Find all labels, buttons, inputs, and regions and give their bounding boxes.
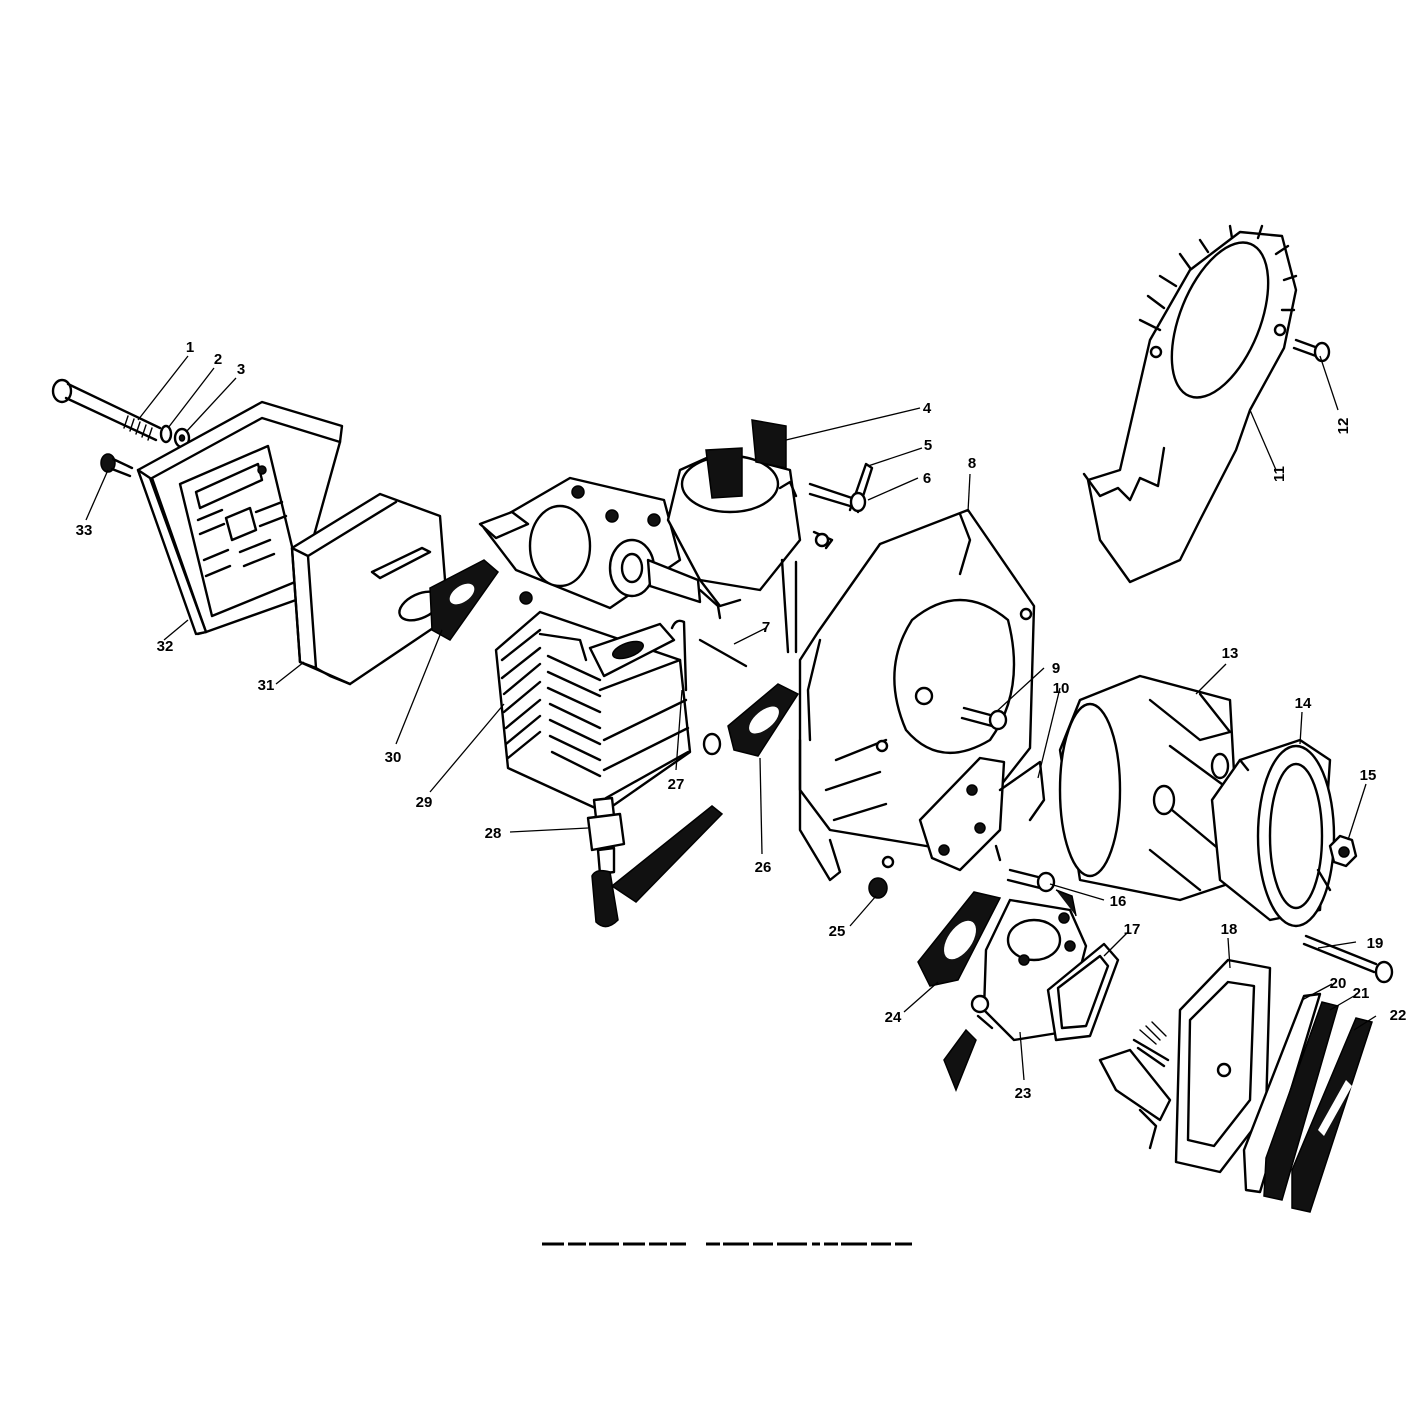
callout-26: 26: [755, 859, 772, 876]
callout-12: 12: [1335, 418, 1352, 435]
callout-24: 24: [885, 1009, 902, 1026]
callout-11: 11: [1271, 466, 1288, 482]
callout-20: 20: [1330, 975, 1347, 992]
part-7-wire: [698, 638, 748, 668]
callout-30: 30: [385, 749, 402, 766]
part-13-clutch: [1058, 674, 1242, 902]
part-24-gasket: [917, 891, 1002, 987]
callout-14: 14: [1295, 695, 1312, 712]
callout-17: 17: [1124, 921, 1141, 938]
part-16-screw: [1006, 868, 1056, 893]
callout-19: 19: [1367, 935, 1384, 952]
callout-32: 32: [157, 638, 174, 655]
callout-23: 23: [1015, 1085, 1032, 1102]
part-11-fan-housing: [1082, 224, 1298, 584]
callout-21: 21: [1353, 985, 1370, 1002]
part-27-pin: [670, 619, 688, 692]
part-32-muffler-cover: [136, 400, 344, 636]
callout-8: 8: [968, 455, 976, 472]
part-2-washer: [159, 424, 173, 444]
callout-18: 18: [1221, 921, 1238, 938]
part-28-spark-plug: [586, 796, 626, 876]
callout-28: 28: [485, 825, 502, 842]
callout-22: 22: [1390, 1007, 1407, 1024]
crankcase-upper-half: [478, 476, 722, 620]
part-30-gasket: [429, 559, 500, 641]
part-21-filter-element: [1263, 1001, 1339, 1201]
part-29-cylinder: [494, 610, 722, 814]
part-19-bolt: [1302, 934, 1394, 984]
callout-13: 13: [1222, 645, 1239, 662]
part-6-screw: [808, 482, 867, 513]
part-17-gasket: [1046, 942, 1120, 1042]
callout-29: 29: [416, 794, 433, 811]
callout-2: 2: [214, 351, 222, 368]
callout-33: 33: [76, 522, 93, 539]
part-12-screw: [1292, 338, 1331, 363]
part-15-nut: [1328, 834, 1358, 868]
callout-15: 15: [1360, 767, 1377, 784]
callout-6: 6: [923, 470, 931, 487]
callout-1: 1: [186, 339, 194, 356]
part-26-gasket: [727, 683, 800, 757]
callout-10: 10: [1053, 680, 1070, 697]
part-23-carburetor: [943, 889, 1088, 1093]
part-1-bolt: [51, 378, 162, 442]
callout-7: 7: [762, 619, 770, 636]
callout-31: 31: [258, 677, 275, 694]
spark-plug-boot: [591, 805, 724, 928]
part-14-clutch-drum: [1210, 738, 1336, 928]
part-18-filter-base: [1098, 958, 1272, 1174]
part-10-manifold: [918, 756, 1046, 872]
callout-25: 25: [829, 923, 846, 940]
callout-4: 4: [923, 400, 932, 417]
callout-27: 27: [668, 776, 685, 793]
callout-labels: 1 2 3 4 5 6 7 8 9 10 11 12 13 14 15 16 1…: [76, 339, 1407, 1102]
part-5-ground-clip: [812, 462, 874, 550]
callout-3: 3: [237, 361, 245, 378]
callout-9: 9: [1052, 660, 1060, 677]
callout-16: 16: [1110, 893, 1127, 910]
part-33-screw: [100, 453, 134, 478]
leader-lines: [85, 355, 1377, 1081]
callout-5: 5: [924, 437, 932, 454]
part-4-ignition-coil: [666, 419, 802, 654]
part-25-plug: [868, 877, 888, 899]
part-31-muffler-body: [290, 492, 450, 686]
part-22-filter-cover: [1291, 1017, 1373, 1213]
